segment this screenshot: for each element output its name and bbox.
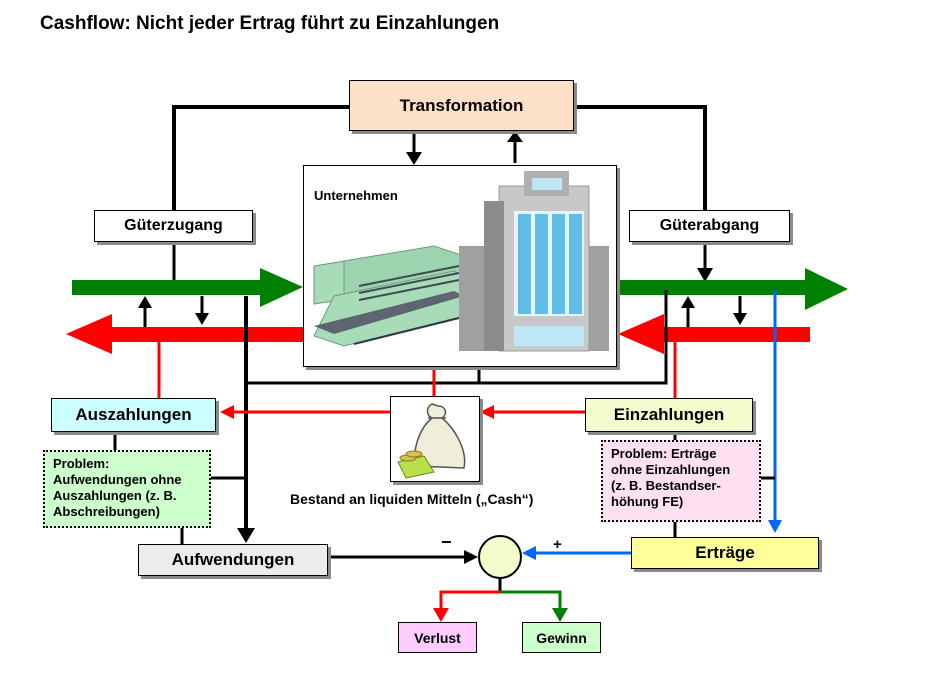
goods-flow-left-head: [260, 268, 303, 307]
note-right-line-2: ohne Einzahlungen: [611, 462, 731, 477]
note-left-line-3: Auszahlungen (z. B.: [53, 488, 177, 503]
arrow-up-to-transformation: [507, 131, 523, 142]
ertraege-box: Erträge: [631, 537, 819, 569]
note-left-line-2: Aufwendungen ohne: [53, 472, 182, 487]
arrow-down-to-unternehmen: [406, 152, 422, 165]
aufwendungen-box: Aufwendungen: [138, 544, 328, 576]
note-aufwendungen-problem: Problem: Aufwendungen ohne Auszahlungen …: [43, 450, 211, 528]
arrow-down-verlust: [433, 608, 449, 622]
note-left-line-1: Problem:: [53, 456, 110, 471]
gewinn-box: Gewinn: [522, 622, 601, 653]
ertraege-label: Erträge: [695, 543, 755, 562]
gueterzugang-label: Güterzugang: [124, 217, 223, 234]
einzahlungen-box: Einzahlungen: [585, 398, 753, 432]
note-right-line-1: Problem: Erträge: [611, 446, 717, 461]
auszahlungen-label: Auszahlungen: [75, 405, 192, 424]
note-left-line-4: Abschreibungen): [53, 504, 160, 519]
plus-sign: +: [553, 536, 562, 553]
note-right-line-3: (z. B. Bestandser-: [611, 478, 721, 493]
aufwendungen-label: Aufwendungen: [171, 550, 295, 569]
money-bag-icon: [397, 403, 466, 479]
unternehmen-box: Unternehmen: [303, 165, 617, 367]
verlust-label: Verlust: [414, 629, 461, 646]
minus-sign: −: [441, 532, 452, 552]
einzahlungen-label: Einzahlungen: [613, 405, 725, 424]
arrow-down-ertraege: [768, 520, 782, 533]
arrow-down-gueterabgang: [697, 268, 713, 282]
arrow-left-cash: [480, 405, 494, 419]
goods-flow-right-head: [805, 268, 848, 310]
money-flow-left-bar: [108, 327, 306, 342]
gueterzugang-box: Güterzugang: [94, 210, 253, 242]
transformation-box: Transformation: [349, 80, 574, 131]
transformation-left-line: [172, 105, 349, 213]
cash-box: [390, 396, 480, 482]
arrow-down-aufwendungen: [237, 528, 255, 543]
transformation-right-line: [574, 105, 707, 213]
arrow-left-circle: [522, 546, 536, 560]
transformation-label: Transformation: [399, 95, 524, 115]
verlust-box: Verlust: [398, 622, 477, 653]
money-flow-right-head: [618, 314, 664, 354]
cash-label: Bestand an liquiden Mitteln („Cash“): [290, 491, 534, 507]
arrow-right-circle: [464, 550, 478, 564]
arrow-left-auszahlungen: [220, 405, 234, 419]
page-title: Cashflow: Nicht jeder Ertrag führt zu Ei…: [40, 13, 500, 34]
money-flow-left-head: [66, 314, 112, 354]
company-buildings-icon: [313, 171, 609, 352]
goods-flow-right-bar: [620, 280, 810, 295]
goods-flow-left-bar: [72, 280, 264, 295]
note-ertraege-problem: Problem: Erträge ohne Einzahlungen (z. B…: [601, 440, 761, 522]
gueterabgang-box: Güterabgang: [629, 210, 790, 242]
arrow-down-gewinn: [552, 608, 568, 622]
auszahlungen-box: Auszahlungen: [51, 398, 216, 432]
unternehmen-label: Unternehmen: [314, 188, 398, 203]
money-flow-right-bar: [660, 327, 810, 342]
summing-circle: [478, 535, 522, 579]
gueterabgang-label: Güterabgang: [659, 217, 760, 234]
note-right-line-4: höhung FE): [611, 494, 684, 509]
gewinn-label: Gewinn: [536, 629, 587, 646]
